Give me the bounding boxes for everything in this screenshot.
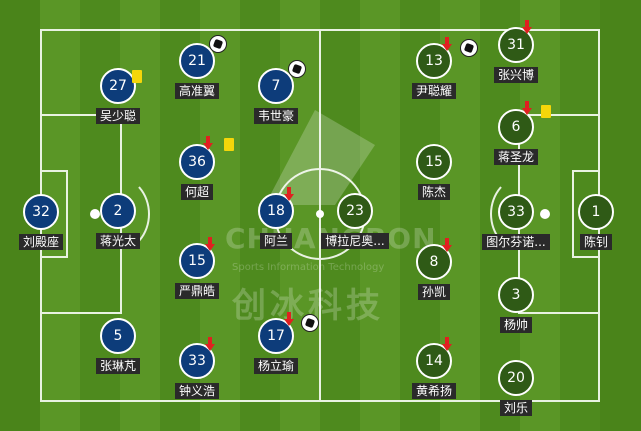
player-number: 15 [416, 144, 452, 180]
player-name: 博拉尼奥... [321, 233, 389, 249]
player-name: 韦世豪 [253, 108, 298, 124]
player-name: 刘乐 [499, 400, 532, 416]
player-number: 2 [100, 193, 136, 229]
player-name: 钟义浩 [174, 383, 219, 399]
substitution-off-icon [522, 101, 532, 115]
player-number: 32 [23, 194, 59, 230]
goal-ball-icon [209, 35, 227, 53]
right-penalty-spot [540, 209, 550, 219]
player-name: 蒋光太 [95, 233, 140, 249]
substitution-off-icon [205, 337, 215, 351]
player-name: 杨帅 [499, 317, 532, 333]
player-name: 阿兰 [259, 233, 292, 249]
goal-ball-icon [288, 60, 306, 78]
player-number: 5 [100, 318, 136, 354]
substitution-off-icon [205, 237, 215, 251]
player-name: 刘殿座 [18, 234, 63, 250]
player-name: 孙凯 [417, 284, 450, 300]
player-name: 图尔芬诺... [482, 234, 550, 250]
substitution-off-icon [284, 187, 294, 201]
player-number: 7 [258, 68, 294, 104]
substitution-off-icon [442, 37, 452, 51]
player-name: 杨立瑜 [253, 358, 298, 374]
substitution-off-icon [522, 20, 532, 34]
player-number: 36 [179, 144, 215, 180]
player-name: 黄希扬 [411, 383, 456, 399]
player-name: 尹聪耀 [411, 83, 456, 99]
player-number: 21 [179, 43, 215, 79]
left-penalty-spot [90, 209, 100, 219]
player-number: 1 [578, 194, 614, 230]
left-penalty-arc [122, 176, 150, 252]
substitution-off-icon [442, 337, 452, 351]
player-number: 23 [337, 193, 373, 229]
player-name: 严鼎皓 [174, 283, 219, 299]
player-number: 6 [498, 109, 534, 145]
player-name: 陈杰 [417, 184, 450, 200]
goal-ball-icon [460, 39, 478, 57]
substitution-off-icon [284, 312, 294, 326]
right-penalty-arc [490, 176, 518, 252]
player-name: 张兴博 [493, 67, 538, 83]
player-name: 何超 [180, 184, 213, 200]
yellow-card-icon [132, 70, 142, 83]
player-number: 3 [498, 277, 534, 313]
yellow-card-icon [541, 105, 551, 118]
player-number: 20 [498, 360, 534, 396]
player-number: 33 [179, 343, 215, 379]
substitution-off-icon [442, 238, 452, 252]
yellow-card-icon [224, 138, 234, 151]
player-number: 33 [498, 194, 534, 230]
player-number: 31 [498, 27, 534, 63]
goal-ball-icon [301, 314, 319, 332]
player-number: 27 [100, 68, 136, 104]
substitution-off-icon [203, 136, 213, 150]
player-name: 吴少聪 [95, 108, 140, 124]
player-name: 高准翼 [174, 83, 219, 99]
player-name: 张琳芃 [95, 358, 140, 374]
player-name: 蒋圣龙 [493, 149, 538, 165]
player-name: 陈钊 [579, 234, 612, 250]
center-spot [316, 210, 324, 218]
